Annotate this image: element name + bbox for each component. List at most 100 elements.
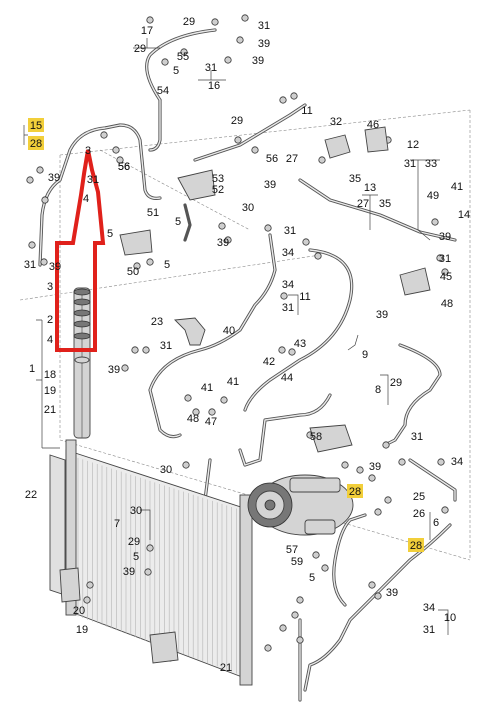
callout-number: 41	[201, 382, 213, 394]
callout-number: 2	[47, 314, 53, 326]
fitting-icon	[441, 268, 449, 276]
callout-number: 47	[205, 416, 217, 428]
callout-number: 39	[48, 172, 60, 184]
fitting-icon	[280, 292, 288, 300]
callout-number: 25	[413, 491, 425, 503]
callout-number: 39	[258, 38, 270, 50]
callout-number: 22	[25, 489, 37, 501]
callout-number: 31	[205, 62, 217, 74]
fitting-icon	[356, 466, 364, 474]
callout-number: 48	[187, 413, 199, 425]
callout-number: 34	[451, 456, 463, 468]
callout-number: 39	[376, 309, 388, 321]
callout-number: 3	[85, 145, 91, 157]
callout-number: 30	[160, 464, 172, 476]
fitting-icon	[368, 581, 376, 589]
fitting-icon	[398, 458, 406, 466]
fitting-icon	[312, 551, 320, 559]
callout-number: 29	[183, 16, 195, 28]
fitting-icon	[321, 564, 329, 572]
callout-number: 1	[29, 363, 35, 375]
callout-15: 15	[30, 120, 42, 132]
fitting-icon	[241, 14, 249, 22]
callout-number: 5	[107, 228, 113, 240]
dashed-frame	[19, 109, 471, 561]
fitting-icon	[218, 222, 226, 230]
fitting-icon	[441, 506, 449, 514]
fitting-icon	[224, 236, 232, 244]
fitting-icon	[86, 581, 94, 589]
fitting-icon	[142, 346, 150, 354]
callout-number: 35	[349, 173, 361, 185]
fitting-icon	[264, 224, 272, 232]
fitting-icon	[146, 258, 154, 266]
callout-number: 42	[263, 356, 275, 368]
callout-number: 5	[175, 216, 181, 228]
callout-number: 39	[252, 55, 264, 67]
fitting-icon	[236, 36, 244, 44]
callout-number: 21	[220, 662, 232, 674]
fitting-icon	[131, 346, 139, 354]
callout-number: 39	[369, 461, 381, 473]
fitting-icon	[182, 461, 190, 469]
fitting-icon	[437, 458, 445, 466]
fitting-icon	[234, 136, 242, 144]
callout-number: 27	[286, 153, 298, 165]
callout-number: 46	[367, 119, 379, 131]
callout-number: 7	[114, 518, 120, 530]
callout-number: 5	[133, 551, 139, 563]
fitting-icon	[251, 146, 259, 154]
condenser	[49, 439, 253, 686]
brackets	[59, 126, 431, 664]
callout-number: 57	[286, 544, 298, 556]
fitting-icon	[264, 644, 272, 652]
callout-number: 40	[223, 325, 235, 337]
callout-number: 39	[386, 587, 398, 599]
fitting-icon	[41, 196, 49, 204]
callout-number: 29	[128, 536, 140, 548]
fitting-icon	[36, 166, 44, 174]
callout-number: 34	[282, 279, 294, 291]
callout-number: 39	[49, 261, 61, 273]
callout-number: 34	[282, 247, 294, 259]
fitting-icon	[224, 56, 232, 64]
fitting-icon	[180, 48, 188, 56]
fitting-icon	[374, 592, 382, 600]
receiver-drier	[73, 287, 91, 439]
callout-number: 49	[427, 190, 439, 202]
fitting-icon	[384, 496, 392, 504]
callout-28: 28	[410, 540, 422, 552]
callout-number: 55	[177, 51, 189, 63]
callout-number: 56	[118, 161, 130, 173]
highlighted-callouts: 15 28 28 28	[28, 118, 424, 552]
refrigerant-lines	[38, 28, 457, 702]
callout-number: 56	[266, 153, 278, 165]
callout-number: 16	[208, 80, 220, 92]
callout-number: 18	[44, 369, 56, 381]
callout-number: 54	[157, 85, 169, 97]
callout-number: 41	[227, 376, 239, 388]
callout-number: 30	[130, 505, 142, 517]
callout-number: 58	[310, 431, 322, 443]
part-callouts: 17 29 29 31 39 55 54 5 31 16 39 29 11 56…	[24, 16, 470, 674]
callout-number: 31	[258, 20, 270, 32]
fitting-icon	[288, 348, 296, 356]
callout-number: 31	[160, 340, 172, 352]
callout-number: 52	[212, 184, 224, 196]
fitting-icon	[184, 394, 192, 402]
callout-number: 39	[439, 231, 451, 243]
fitting-icon	[302, 238, 310, 246]
fitting-icon	[279, 96, 287, 104]
callout-number: 10	[444, 612, 456, 624]
callout-number: 31	[284, 225, 296, 237]
callout-number: 17	[141, 25, 153, 37]
callout-number: 29	[134, 43, 146, 55]
callout-number: 5	[173, 65, 179, 77]
callout-number: 29	[231, 115, 243, 127]
callout-number: 39	[123, 566, 135, 578]
callout-number: 39	[264, 179, 276, 191]
callout-number: 45	[440, 271, 452, 283]
fittings	[26, 14, 449, 662]
callout-number: 31	[24, 259, 36, 271]
